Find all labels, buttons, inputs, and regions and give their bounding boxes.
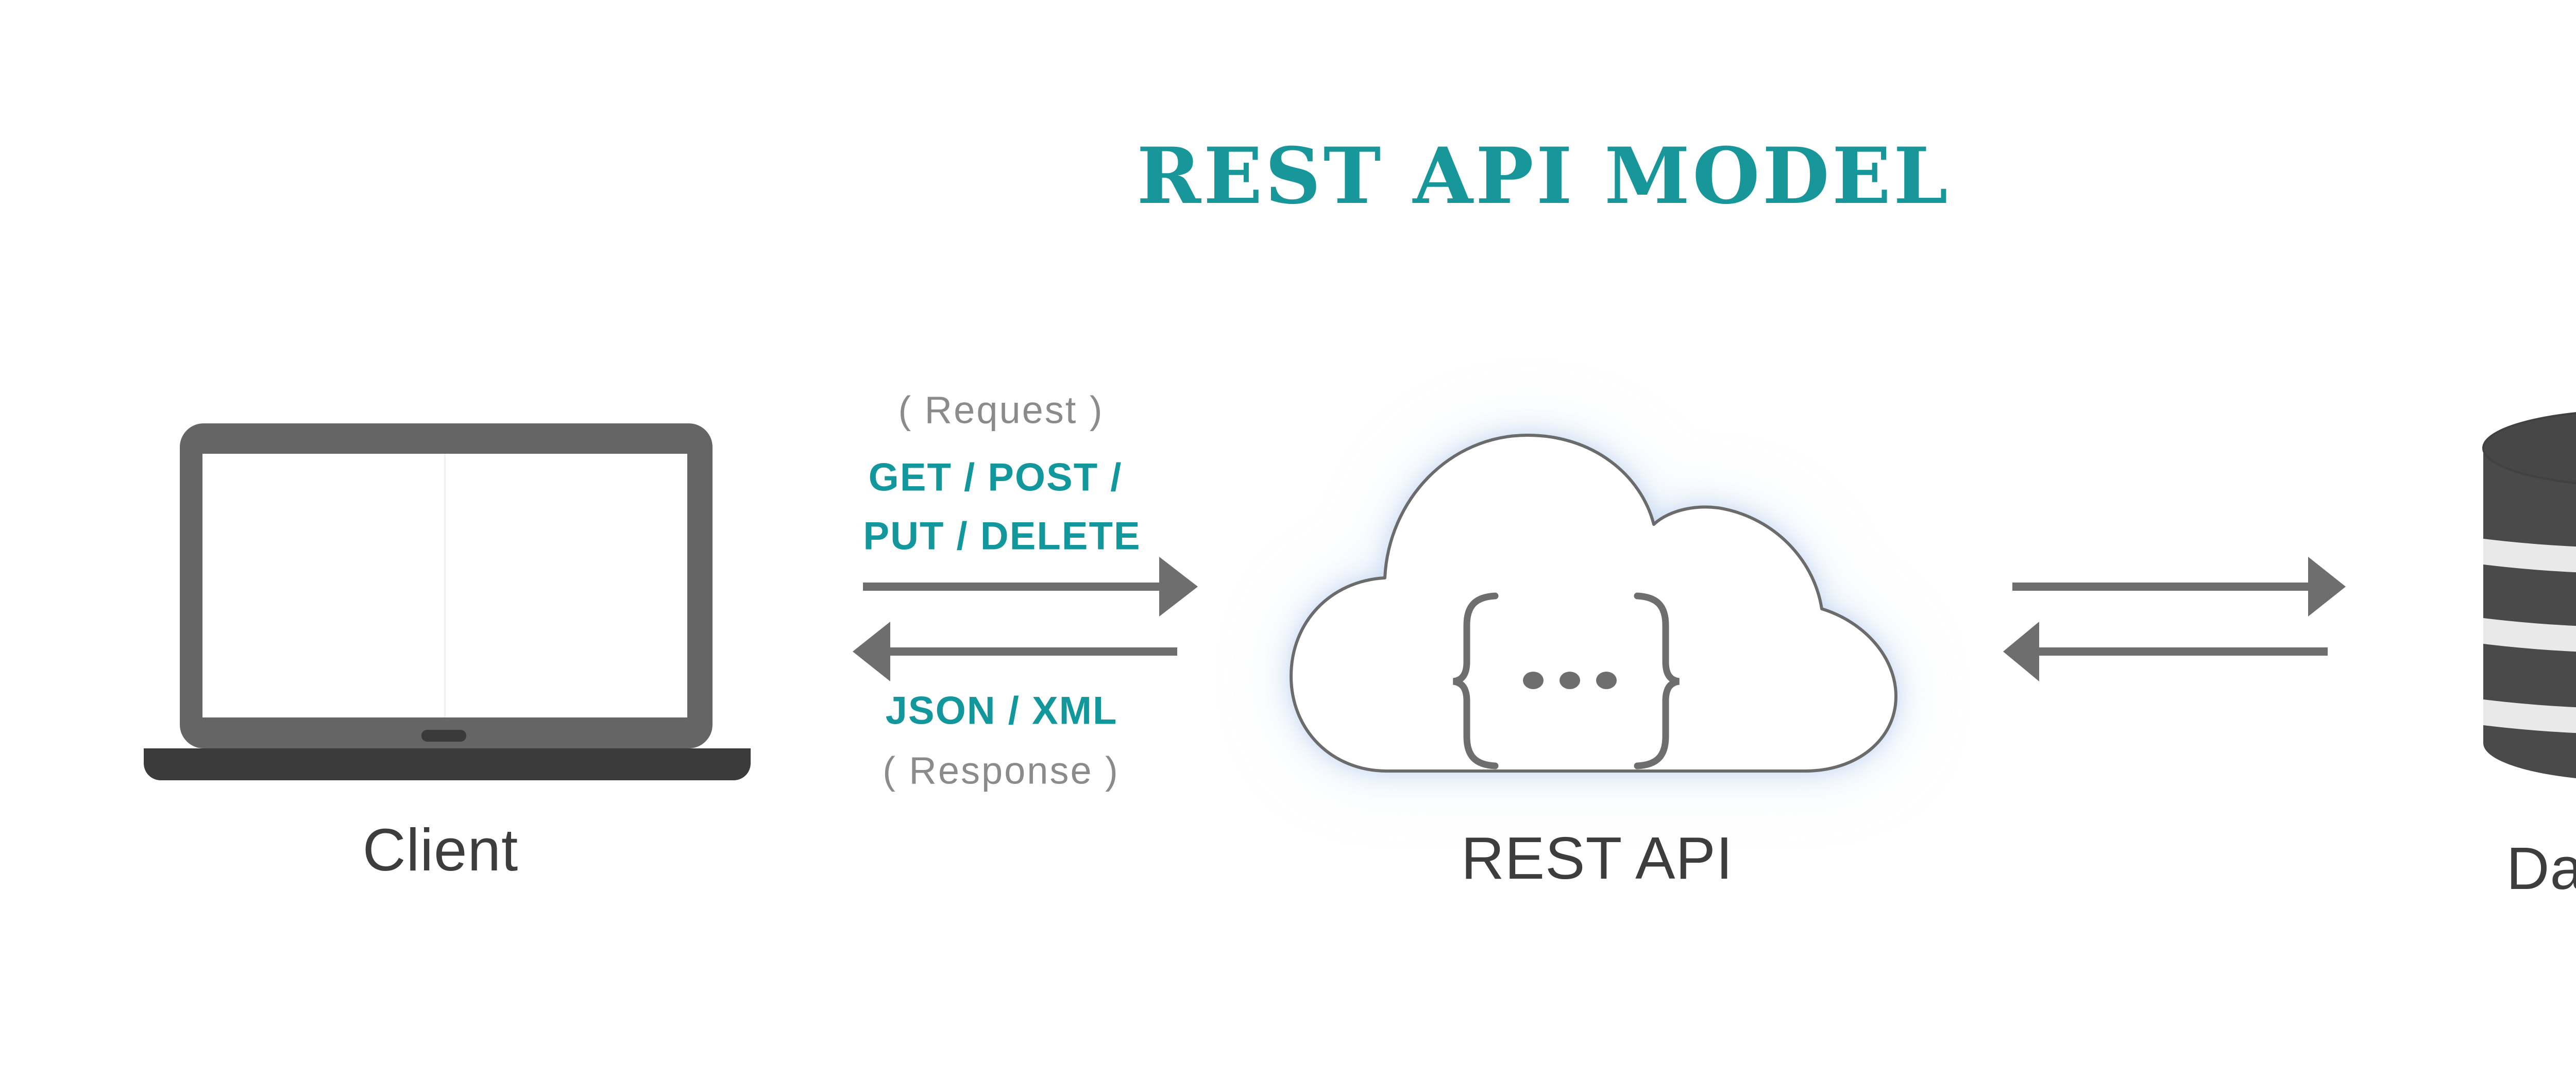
response-arrow-icon — [853, 622, 1177, 681]
code-dots — [1523, 672, 1617, 689]
response-caption: ( Response ) — [883, 749, 1120, 792]
database-bands — [2483, 539, 2576, 733]
database-body — [2483, 413, 2576, 778]
laptop-icon — [144, 423, 751, 780]
request-methods-line1: GET / POST / — [868, 455, 1123, 500]
cloud-outline — [1290, 434, 1897, 773]
api-database-arrows — [2003, 557, 2346, 681]
result-arrow-icon — [2003, 622, 2328, 681]
laptop-notch — [421, 730, 466, 742]
request-methods-line2: PUT / DELETE — [863, 514, 1141, 558]
client-api-arrows — [853, 557, 1198, 681]
request-arrow-icon — [863, 557, 1198, 617]
database-label: Database — [2506, 835, 2576, 902]
database-icon — [2482, 412, 2576, 778]
api-label: REST API — [1461, 825, 1734, 892]
laptop-base — [144, 748, 751, 780]
cloud-code-icon — [1290, 434, 1897, 773]
database-lid — [2482, 412, 2576, 484]
query-arrow-icon — [2012, 557, 2346, 617]
code-braces-icon — [1452, 592, 1680, 769]
client-label: Client — [362, 816, 519, 883]
diagram-title: REST API MODEL — [1137, 131, 1951, 221]
request-caption: ( Request ) — [898, 388, 1104, 432]
response-formats: JSON / XML — [885, 689, 1118, 733]
